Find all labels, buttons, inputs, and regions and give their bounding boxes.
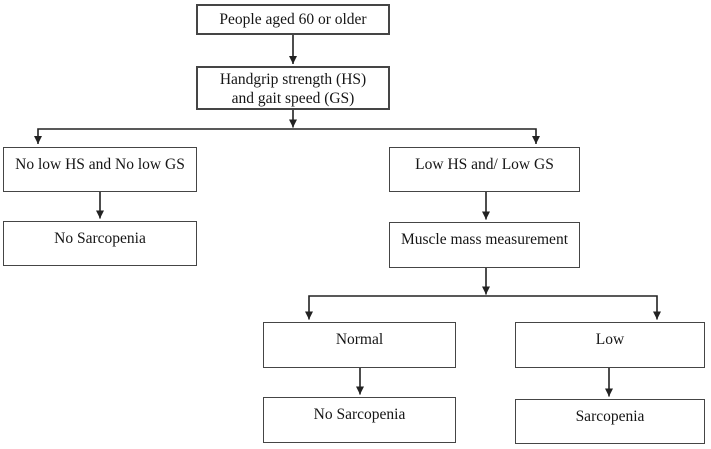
node-no-sarcopenia-left: No Sarcopenia: [3, 221, 197, 266]
branch2-rail-arrows: [305, 295, 661, 320]
node-normal: Normal: [263, 322, 456, 368]
node-handgrip-line2: and gait speed (GS): [231, 90, 355, 107]
node-no-low-hs-gs: No low HS and No low GS: [3, 147, 197, 192]
node-muscle-mass-measurement: Muscle mass measurement: [389, 222, 580, 268]
node-people-aged-60: People aged 60 or older: [196, 4, 390, 35]
node-low: Low: [515, 322, 705, 368]
node-no-sarcopenia-bottom: No Sarcopenia: [263, 397, 456, 443]
node-handgrip-line1: Handgrip strength (HS): [219, 71, 367, 88]
node-handgrip-gait: Handgrip strength (HS) and gait speed (G…: [196, 66, 390, 110]
branch1-rail-arrows: [34, 128, 540, 144]
node-low-hs-gs: Low HS and/ Low GS: [389, 147, 580, 192]
node-sarcopenia: Sarcopenia: [515, 399, 705, 444]
